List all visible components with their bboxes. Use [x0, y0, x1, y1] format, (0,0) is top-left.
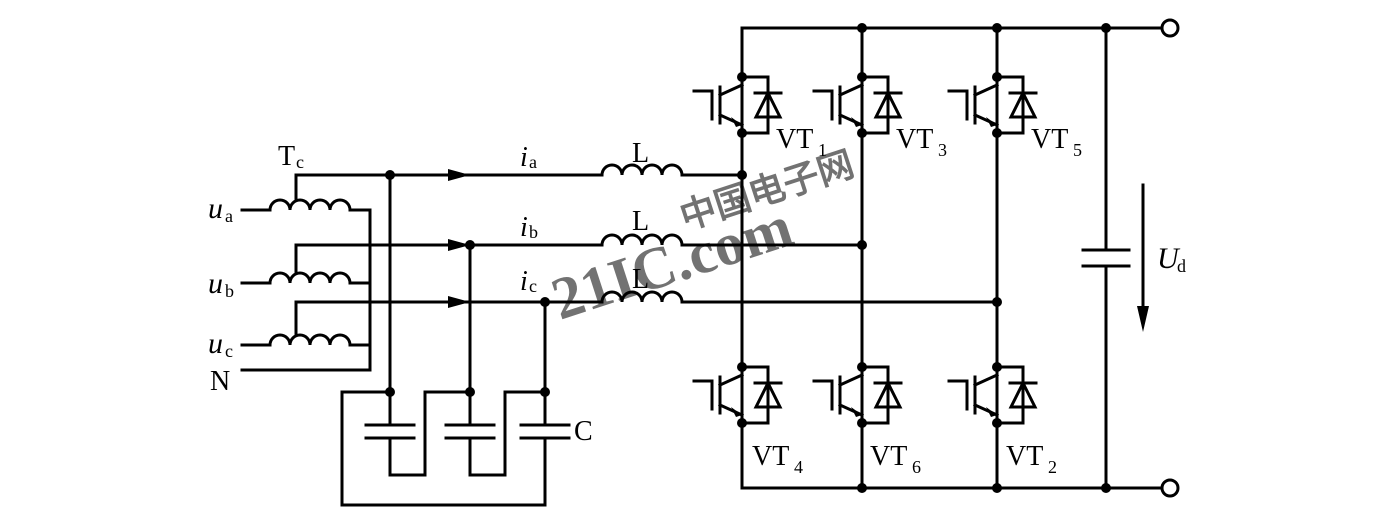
igbt-vt2 — [947, 360, 1038, 430]
igbt-vt3 — [812, 70, 903, 140]
phase-a-line — [294, 163, 747, 181]
label-n: N — [210, 366, 230, 397]
label-vt5: VT — [1031, 124, 1068, 155]
svg-text:3: 3 — [938, 140, 947, 160]
svg-text:c: c — [225, 341, 233, 361]
label-ia: i — [520, 142, 528, 173]
label-vt6: VT — [870, 441, 907, 472]
label-ub: u — [208, 267, 223, 300]
positive-terminal — [1160, 18, 1180, 38]
transformer-tc — [240, 173, 372, 372]
dc-capacitor — [1081, 26, 1131, 490]
watermark: 中国电子网 21IC.com — [544, 144, 859, 332]
label-ib: i — [520, 212, 528, 243]
svg-text:5: 5 — [1073, 140, 1082, 160]
label-vt1: VT — [776, 124, 813, 155]
ac-capacitor-bank — [340, 170, 571, 507]
svg-text:21IC.com: 21IC.com — [544, 193, 801, 332]
svg-text:a: a — [529, 152, 537, 172]
label-l1: L — [632, 138, 649, 169]
igbt-vt4 — [692, 360, 783, 430]
label-l3: L — [632, 264, 649, 295]
label-ua: u — [208, 192, 223, 225]
negative-terminal — [1160, 478, 1180, 498]
svg-text:2: 2 — [1048, 457, 1057, 477]
label-vt3: VT — [896, 124, 933, 155]
label-vt4: VT — [752, 441, 789, 472]
label-c: C — [574, 416, 593, 447]
svg-text:b: b — [529, 222, 538, 242]
label-tc: T — [278, 141, 295, 172]
phase-c-line — [294, 290, 1002, 308]
label-ud: U — [1157, 242, 1181, 275]
svg-text:c: c — [529, 276, 537, 296]
svg-text:c: c — [296, 152, 304, 172]
label-ic: i — [520, 266, 528, 297]
igbt-vt5 — [947, 70, 1038, 140]
label-l2: L — [632, 206, 649, 237]
ud-arrow — [1137, 183, 1149, 332]
svg-text:6: 6 — [912, 457, 921, 477]
svg-text:1: 1 — [818, 140, 827, 160]
svg-text:d: d — [1177, 256, 1186, 276]
label-uc: u — [208, 327, 223, 360]
svg-text:a: a — [225, 206, 233, 226]
svg-text:4: 4 — [794, 457, 803, 477]
igbt-vt1 — [692, 70, 783, 140]
label-vt2: VT — [1006, 441, 1043, 472]
igbt-vt6 — [812, 360, 903, 430]
svg-text:b: b — [225, 281, 234, 301]
phase-b-line — [294, 233, 867, 251]
